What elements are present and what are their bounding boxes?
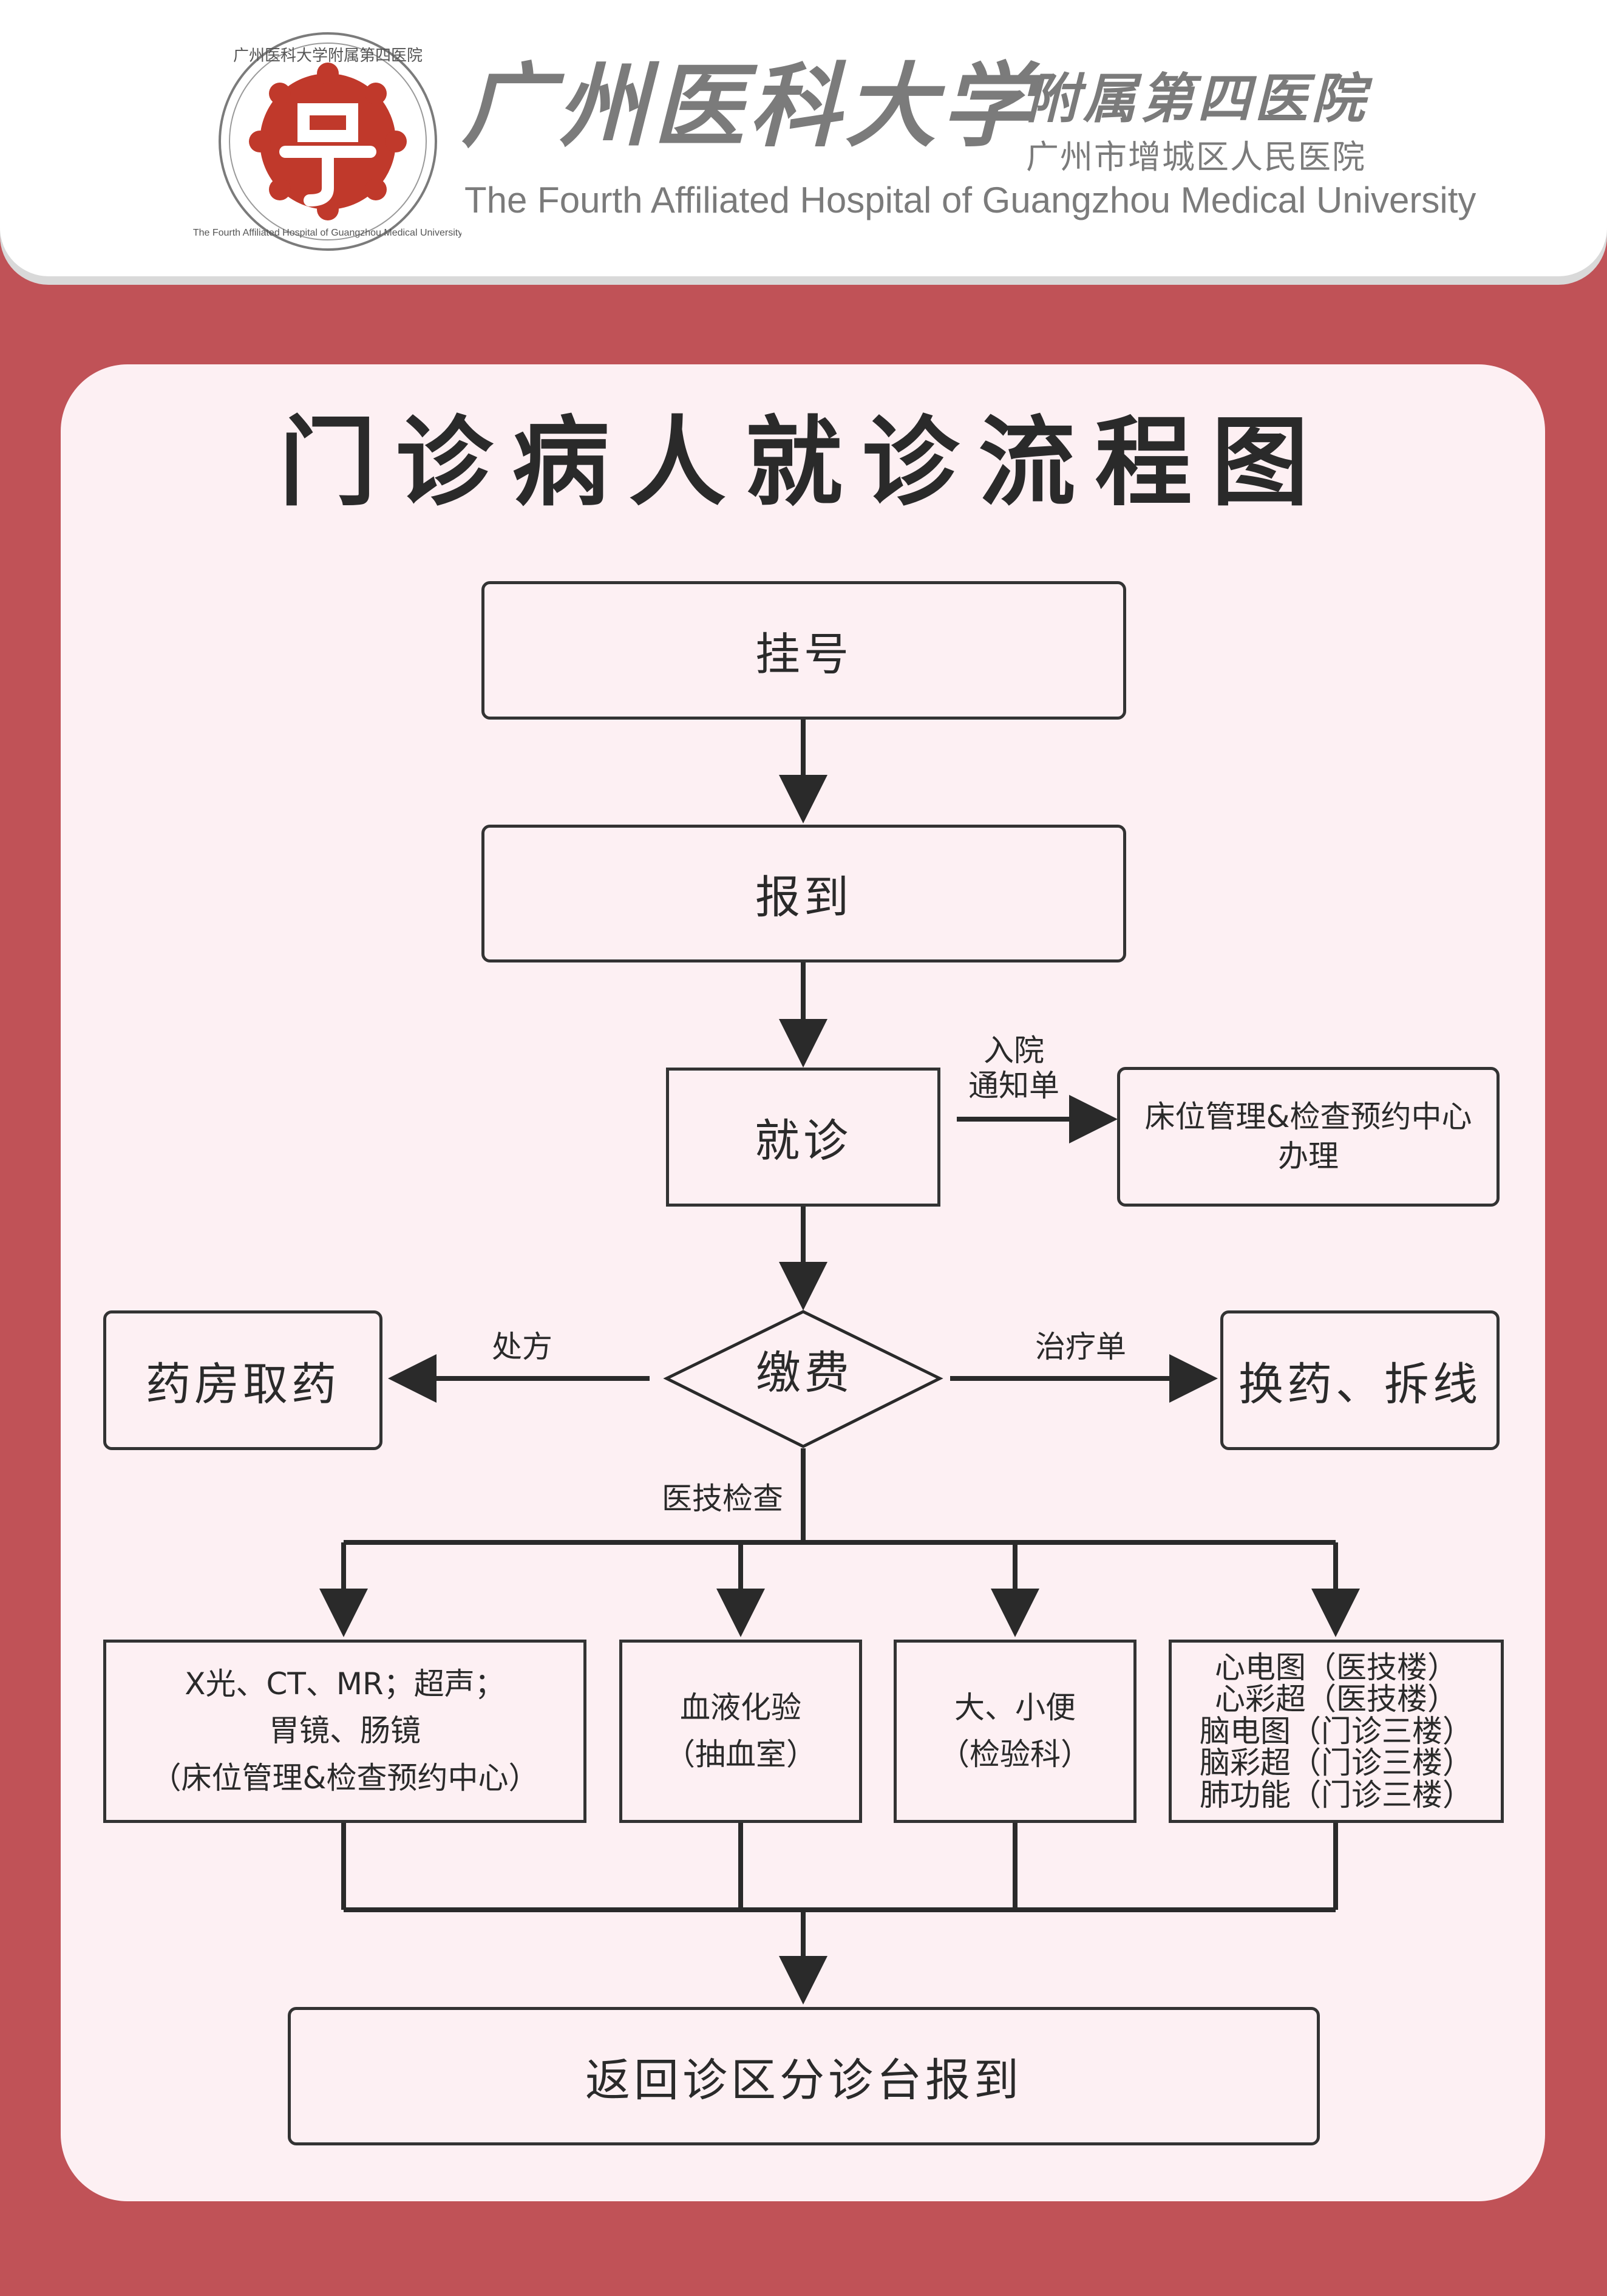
step-register: 挂号 xyxy=(481,581,1126,720)
exam-blood: 血液化验 （抽血室） xyxy=(619,1640,862,1823)
prescription-label: 处方 xyxy=(492,1329,552,1364)
dressing-box: 换药、拆线 xyxy=(1220,1310,1500,1450)
exam-urine-stool: 大、小便 （检验科） xyxy=(894,1640,1136,1823)
step-check-in: 报到 xyxy=(481,825,1126,962)
step-return: 返回诊区分诊台报到 xyxy=(288,2007,1320,2145)
step-payment-label: 缴费 xyxy=(756,1347,853,1399)
page-title: 门诊病人就诊流程图 xyxy=(279,406,1328,519)
step-register-label: 挂号 xyxy=(755,628,852,681)
seal-cross-glyph-icon xyxy=(279,103,376,206)
dressing-label: 换药、拆线 xyxy=(1238,1358,1481,1411)
pharmacy-label: 药房取药 xyxy=(146,1358,340,1411)
step-consult: 就诊 xyxy=(666,1068,940,1207)
exam-urine-stool-label: 大、小便 （检验科） xyxy=(939,1689,1091,1773)
step-consult-label: 就诊 xyxy=(755,1115,852,1167)
exam-function-tests: 心电图（医技楼） 心彩超（医技楼） 脑电图（门诊三楼） 脑彩超（门诊三楼） 肺功… xyxy=(1169,1640,1504,1823)
step-check-in-label: 报到 xyxy=(755,871,852,924)
step-return-label: 返回诊区分诊台报到 xyxy=(585,2054,1022,2107)
bed-management-center-label: 床位管理&检查预约中心 办理 xyxy=(1144,1099,1472,1174)
hospital-seal-logo: 广州医科大学附属第四医院 The Fourth Affiliated Hospi… xyxy=(193,32,461,251)
bed-management-center: 床位管理&检查预约中心 办理 xyxy=(1117,1067,1500,1207)
treatment-sheet-label: 治疗单 xyxy=(1035,1329,1126,1364)
medical-exam-label: 医技检查 xyxy=(662,1481,783,1516)
payment-diamond xyxy=(663,1310,943,1448)
exam-imaging: X光、CT、MR；超声； 胃镜、肠镜 （床位管理&检查预约中心） xyxy=(103,1640,586,1823)
seal-text-en: The Fourth Affiliated Hospital of Guangz… xyxy=(193,228,461,238)
district-hospital-name: 广州市增城区人民医院 xyxy=(1026,138,1366,176)
exam-function-tests-label: 心电图（医技楼） 心彩超（医技楼） 脑电图（门诊三楼） 脑彩超（门诊三楼） 肺功… xyxy=(1200,1649,1473,1813)
hospital-affiliate-cn: 附属第四医院 xyxy=(1026,67,1369,130)
admission-notice-label: 入院 通知单 xyxy=(968,1033,1059,1103)
pharmacy-box: 药房取药 xyxy=(103,1310,382,1450)
exam-imaging-label: X光、CT、MR；超声； 胃镜、肠镜 （床位管理&检查预约中心） xyxy=(151,1666,539,1796)
seal-text-cn: 广州医科大学附属第四医院 xyxy=(233,47,423,65)
hospital-name-en: The Fourth Affiliated Hospital of Guangz… xyxy=(464,180,1476,220)
exam-blood-label: 血液化验 （抽血室） xyxy=(665,1689,817,1773)
hospital-name-cn: 广州医科大学 xyxy=(461,53,1038,160)
